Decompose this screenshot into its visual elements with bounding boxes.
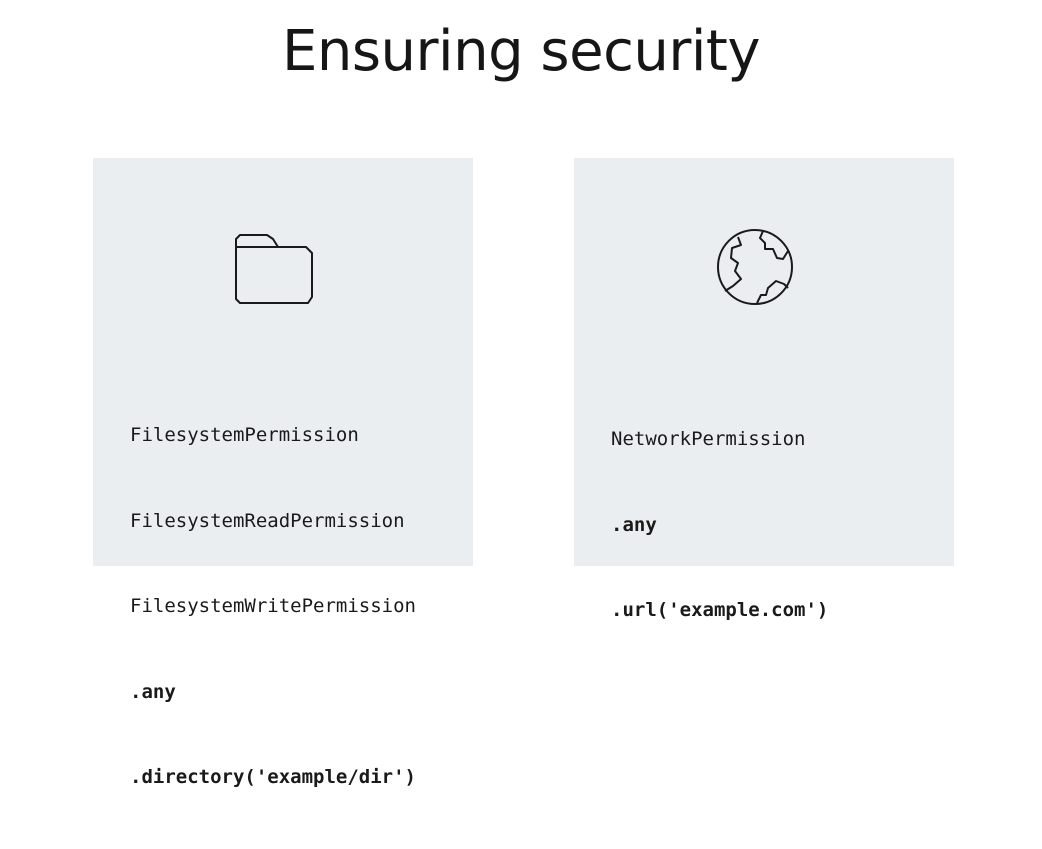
globe-icon <box>717 229 793 305</box>
code-line: FilesystemReadPermission <box>130 509 405 532</box>
code-line: .url('example.com') <box>611 599 829 621</box>
code-line: FilesystemPermission <box>130 424 359 446</box>
code-line: .directory('example/dir') <box>130 766 416 788</box>
network-permission-code: NetworkPermission .any .url('example.com… <box>611 368 828 682</box>
filesystem-permission-code: FilesystemPermission FilesystemReadPermi… <box>130 364 416 849</box>
page-title: Ensuring security <box>281 19 761 84</box>
code-line: FilesystemWritePermission <box>130 595 416 617</box>
folder-icon <box>235 234 313 304</box>
code-line: .any <box>611 513 657 536</box>
code-line: NetworkPermission <box>611 428 806 450</box>
network-permission-card: NetworkPermission .any .url('example.com… <box>574 158 954 621</box>
filesystem-permission-card: FilesystemPermission FilesystemReadPermi… <box>93 158 473 788</box>
code-line: .any <box>130 680 176 703</box>
